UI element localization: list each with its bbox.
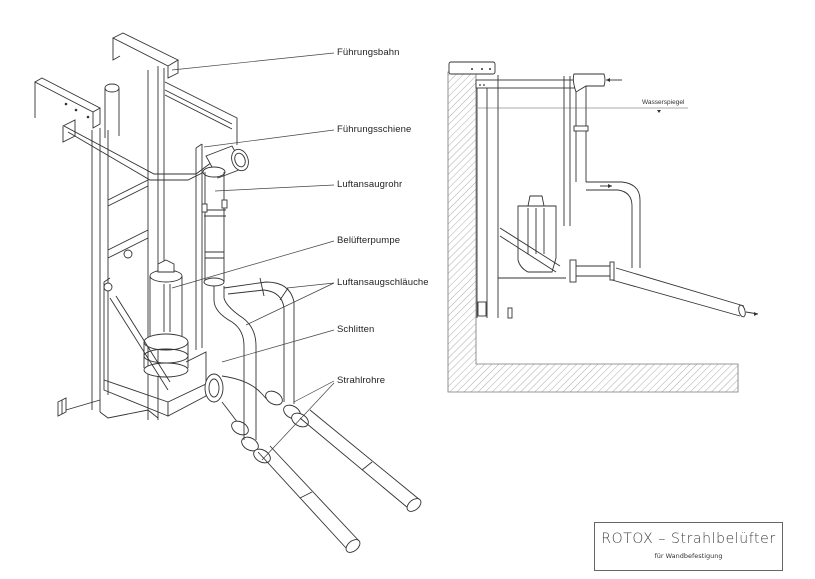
label-belueftpumpe: Belüfterpumpe [337, 235, 401, 246]
leader-belueftpumpe [171, 240, 335, 289]
leader-luftansaugschlaeuche-b [245, 282, 335, 326]
leader-luftansaugschlaeuche-a [286, 282, 335, 289]
leader-strahlrohre-a [293, 380, 335, 403]
label-wasserspiegel: Wasserspiegel [642, 99, 685, 106]
leader-luftansaugrohr [214, 184, 335, 192]
section-view [447, 61, 759, 393]
label-fuehrungsbahn: Führungsbahn [337, 47, 400, 58]
wall-section-hatch [447, 71, 739, 393]
title-block-subtitle: für Wandbefestigung [654, 552, 723, 560]
jet-pipe-manifold [204, 373, 309, 464]
jet-pipes [257, 409, 422, 553]
label-luftansaugschlaeuche: Luftansaugschläuche [337, 277, 429, 288]
air-intake-pipe [201, 145, 249, 287]
guide-rail-frame [34, 32, 238, 420]
air-intake-hoses [213, 277, 295, 440]
label-luftansaugrohr: Luftansaugrohr [337, 179, 403, 190]
leader-fuehrungsschiene [203, 129, 335, 148]
guide-rail [195, 143, 203, 350]
title-block-title: ROTOX – Strahlbelüfter [601, 531, 776, 547]
label-fuehrungsschiene: Führungsschiene [337, 124, 412, 135]
label-strahlrohre: Strahlrohre [337, 375, 386, 386]
aerator-pump [143, 259, 189, 378]
slide-carriage [103, 277, 207, 417]
leader-schlitten [221, 329, 335, 363]
leader-lines [171, 52, 335, 461]
leader-strahlrohre-b [261, 382, 335, 461]
label-schlitten: Schlitten [337, 324, 375, 335]
title-block: ROTOX – Strahlbelüfter für Wandbefestigu… [594, 522, 783, 571]
leader-fuehrungsbahn [171, 52, 335, 71]
